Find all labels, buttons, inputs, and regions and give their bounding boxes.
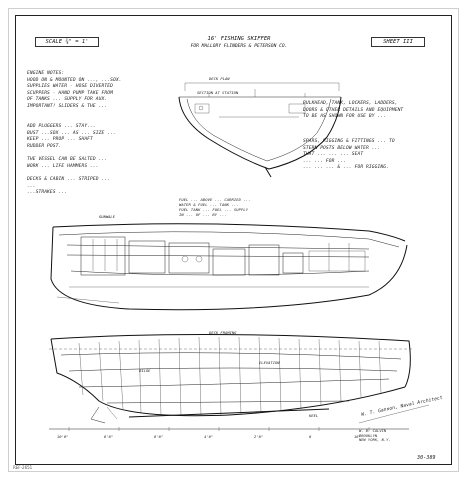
station-label: 8'0" [104, 434, 114, 439]
section-label: SECTION AT STATION [197, 90, 239, 95]
drawing-title: 16' FISHING SKIFFER [207, 36, 271, 42]
margin-reference-code: REF-2651 [13, 465, 33, 470]
drawing-border [15, 15, 452, 465]
scale-box: SCALE ¾" = 1' [35, 37, 99, 47]
drawing-sheet: SCALE ¾" = 1' 16' FISHING SKIFFER FOR MA… [8, 8, 459, 472]
signature-flourish [358, 404, 430, 424]
vessel-notes: THE VESSEL CAN BE SALTED ... WORK ... LI… [27, 157, 108, 169]
bulkhead-notes: BULKHEAD, TANK, LOCKERS, LADDERS, DOORS … [303, 101, 404, 120]
station-baseline [49, 427, 409, 431]
sheet-number-box: SHEET III [371, 37, 425, 47]
station-label: 2'0" [254, 434, 264, 439]
deck-plan-view [178, 82, 342, 178]
profile-label-elevation: ELEVATION [259, 360, 280, 365]
footer-block: W. B. CALVIN BROOKLYN NEW YORK, N.Y. [359, 429, 391, 443]
deck-notes: DECKS & CABIN ... STRIPED ... ... ...STR… [27, 177, 111, 196]
plugger-notes: ADD PLUGGERS ... STAY... BUST ...SOX ...… [27, 124, 116, 149]
profile-label-keel: KEEL [309, 413, 319, 418]
profile-label-bilge: BILGE [139, 368, 151, 373]
station-label: 16' [354, 434, 361, 439]
engine-notes: ENGINE NOTES: HOOD ON & MOUNTED ON ..., … [27, 71, 122, 109]
drawing-subtitle: FOR MALLORY FLINDERS & PETERSON CO. [190, 44, 288, 49]
boat-drawing [49, 82, 430, 431]
station-label: 4'0" [204, 434, 214, 439]
station-label: 0 [309, 434, 312, 439]
profile-label-deck-framing: DECK FRAMING [209, 330, 237, 335]
spar-notes: SPARS, RIGGING & FITTINGS ... TO STERN P… [303, 139, 395, 171]
plan-view-label: DECK PLAN [209, 76, 230, 81]
elevation-framing-view [49, 333, 413, 424]
fuel-note: FUEL ... ABOVE ... CARRIED ... WATER & F… [179, 197, 251, 217]
station-label: 6'0" [154, 434, 164, 439]
station-label: 10'0" [57, 434, 69, 439]
drawing-number: 30-389 [417, 455, 436, 461]
hull-profile-view [50, 223, 408, 311]
profile-label-gunwale: GUNWALE [99, 214, 116, 219]
